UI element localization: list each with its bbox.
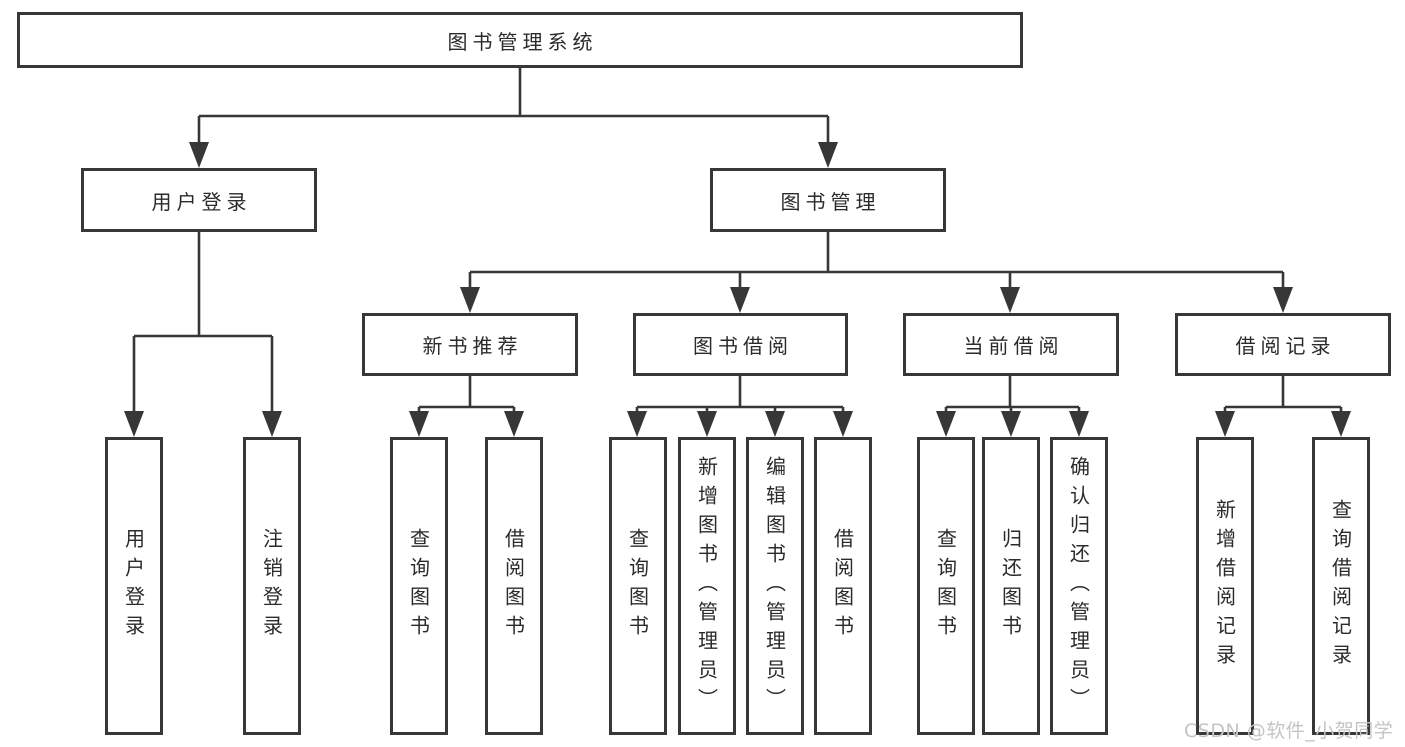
node-user-login: 用户登录	[81, 168, 317, 232]
leaf-add-books-admin: 新增图书（管理员）	[678, 437, 736, 735]
leaf-add-borrow-record: 新增借阅记录	[1196, 437, 1254, 735]
leaf-edit-books-admin: 编辑图书（管理员）	[746, 437, 804, 735]
node-library-management-system: 图书管理系统	[17, 12, 1023, 68]
leaf-query-books-borrowing: 查询图书	[609, 437, 667, 735]
node-label: 注销登录	[259, 528, 284, 644]
node-label: 新增图书（管理员）	[694, 455, 719, 717]
node-label: 编辑图书（管理员）	[762, 455, 787, 717]
csdn-watermark: CSDN @软件_小贺同学	[1184, 720, 1394, 742]
node-borrowing-records: 借阅记录	[1175, 313, 1391, 376]
node-label: 图书借阅	[693, 334, 793, 358]
node-label: 查询图书	[933, 528, 958, 644]
node-book-borrowing: 图书借阅	[633, 313, 848, 376]
node-new-book-recommendation: 新书推荐	[362, 313, 578, 376]
arrowheads	[124, 142, 1351, 437]
node-label: 新书推荐	[422, 334, 523, 358]
leaf-query-books-current: 查询图书	[917, 437, 975, 735]
node-label: 借阅图书	[501, 528, 526, 644]
node-book-management: 图书管理	[710, 168, 946, 232]
leaf-logout: 注销登录	[243, 437, 301, 735]
node-label: 图书管理系统	[447, 29, 598, 54]
node-label: 图书管理	[780, 189, 881, 214]
leaf-user-login: 用户登录	[105, 437, 163, 735]
leaf-borrow-books-recommend: 借阅图书	[485, 437, 543, 735]
leaf-query-borrow-record: 查询借阅记录	[1312, 437, 1370, 735]
leaf-borrow-books-borrowing: 借阅图书	[814, 437, 872, 735]
node-current-borrowing: 当前借阅	[903, 313, 1119, 376]
leaf-query-books-recommend: 查询图书	[390, 437, 448, 735]
leaf-confirm-return-admin: 确认归还（管理员）	[1050, 437, 1108, 735]
node-label: 查询借阅记录	[1328, 499, 1353, 673]
node-label: 用户登录	[151, 189, 252, 214]
node-label: 当前借阅	[963, 334, 1064, 358]
leaf-return-books: 归还图书	[982, 437, 1040, 735]
node-label: 用户登录	[121, 528, 146, 644]
node-label: 查询图书	[625, 528, 650, 644]
node-label: 查询图书	[406, 528, 431, 644]
node-label: 借阅记录	[1235, 334, 1336, 358]
node-label: 确认归还（管理员）	[1066, 455, 1091, 717]
node-label: 借阅图书	[830, 528, 855, 644]
node-label: 归还图书	[998, 528, 1023, 644]
node-label: 新增借阅记录	[1212, 499, 1237, 673]
